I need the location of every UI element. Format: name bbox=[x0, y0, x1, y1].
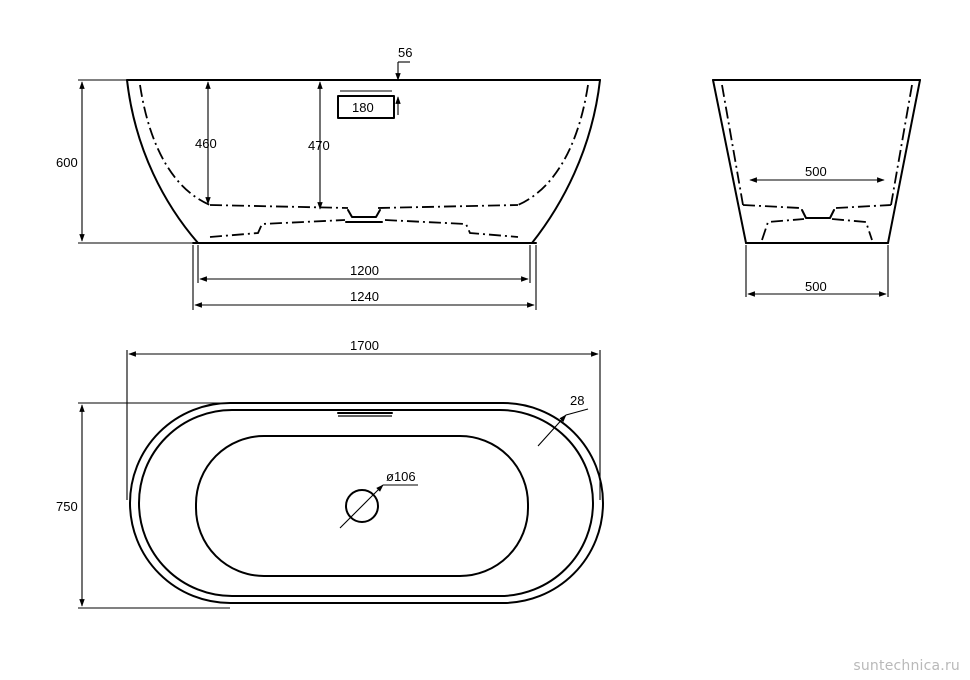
side-view bbox=[712, 79, 921, 244]
dim-460: 460 bbox=[195, 136, 217, 151]
dim-56: 56 bbox=[398, 45, 412, 60]
top-dimensions: 1700 750 28 ø106 bbox=[56, 338, 601, 609]
dim-drain-diameter: ø106 bbox=[386, 469, 416, 484]
front-dimensions: 600 460 470 56 180 1200 1240 bbox=[56, 45, 537, 310]
dim-1700: 1700 bbox=[350, 338, 379, 353]
dim-750: 750 bbox=[56, 499, 78, 514]
dim-470: 470 bbox=[308, 138, 330, 153]
dim-600: 600 bbox=[56, 155, 78, 170]
dim-1200: 1200 bbox=[350, 263, 379, 278]
dim-side-500-base: 500 bbox=[805, 279, 827, 294]
dim-28: 28 bbox=[570, 393, 584, 408]
dim-180: 180 bbox=[352, 100, 374, 115]
side-dimensions: 500 500 bbox=[745, 164, 889, 297]
front-view bbox=[126, 79, 601, 244]
dim-1240: 1240 bbox=[350, 289, 379, 304]
watermark: suntechnica.ru bbox=[853, 658, 960, 674]
top-view bbox=[129, 402, 604, 604]
dim-side-500-inner: 500 bbox=[805, 164, 827, 179]
